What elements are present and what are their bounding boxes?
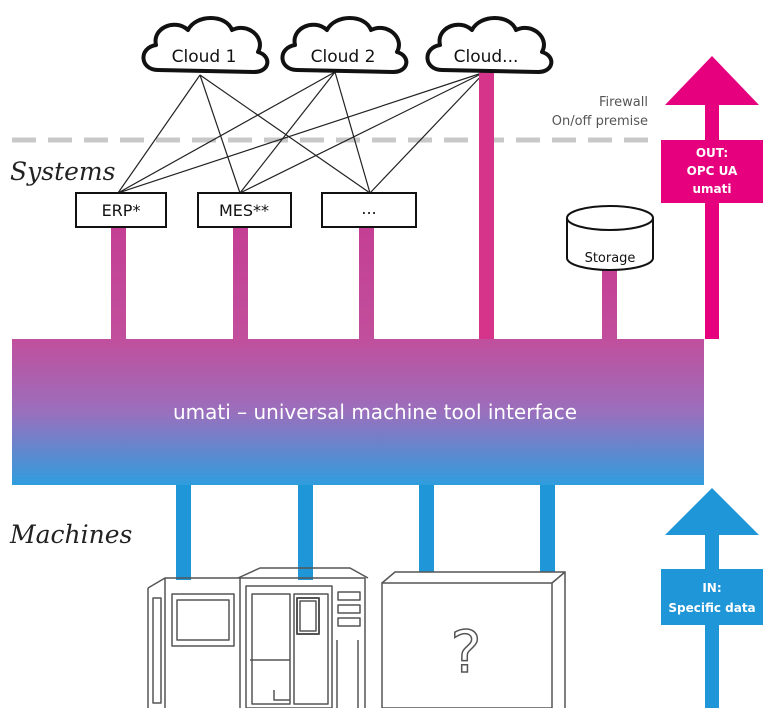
umati-bus <box>12 339 704 485</box>
in-arrow: IN: Specific data <box>661 488 763 708</box>
machine-connector-1 <box>176 485 191 580</box>
cloud-2: Cloud 2 <box>280 16 409 74</box>
cloud-1-label: Cloud 1 <box>172 47 237 67</box>
in-box <box>661 569 763 625</box>
bus-label: umati – universal machine tool interface <box>173 400 577 424</box>
mes-connector <box>233 227 248 339</box>
firewall-label: Firewall <box>599 95 648 110</box>
other-system-connector <box>359 227 374 339</box>
other-system-label: ... <box>361 199 376 218</box>
mes-label: MES** <box>219 201 269 220</box>
out-label-line3: umati <box>693 182 732 196</box>
machines-section-label: Machines <box>9 520 132 549</box>
machine-connector-2 <box>298 485 313 580</box>
storage-cylinder: Storage <box>566 205 654 271</box>
out-label-line1: OUT: <box>696 146 728 160</box>
out-box <box>661 140 763 203</box>
erp-label: ERP* <box>102 201 141 220</box>
storage-label: Storage <box>585 251 636 266</box>
other-system-box: ... <box>321 192 417 228</box>
out-arrow: OUT: OPC UA umati <box>661 56 763 339</box>
cloud-3: Cloud... <box>425 16 554 74</box>
cloud-3-label: Cloud... <box>454 47 519 67</box>
cloud-icon <box>425 16 554 74</box>
cloud-icon <box>280 16 409 74</box>
network-lines <box>117 71 486 194</box>
question-mark-icon: ? <box>451 618 482 686</box>
in-label-line2: Specific data <box>668 601 755 615</box>
machine-connector-4 <box>540 485 555 580</box>
erp-connector <box>111 227 126 339</box>
erp-box: ERP* <box>75 192 167 228</box>
cloud-2-label: Cloud 2 <box>311 47 376 67</box>
machine-tool-illustration <box>147 567 369 708</box>
out-label-line2: OPC UA <box>687 164 738 178</box>
cloud-icon <box>141 16 270 74</box>
cloud-1: Cloud 1 <box>141 16 270 74</box>
cloud-connector <box>479 72 494 339</box>
systems-section-label: Systems <box>10 157 115 186</box>
machine-connector-3 <box>419 485 434 580</box>
unknown-machine-box: ? <box>381 571 566 708</box>
premise-label: On/off premise <box>552 114 648 129</box>
in-label-line1: IN: <box>702 581 721 595</box>
storage-connector <box>602 270 617 339</box>
mes-box: MES** <box>197 192 292 228</box>
